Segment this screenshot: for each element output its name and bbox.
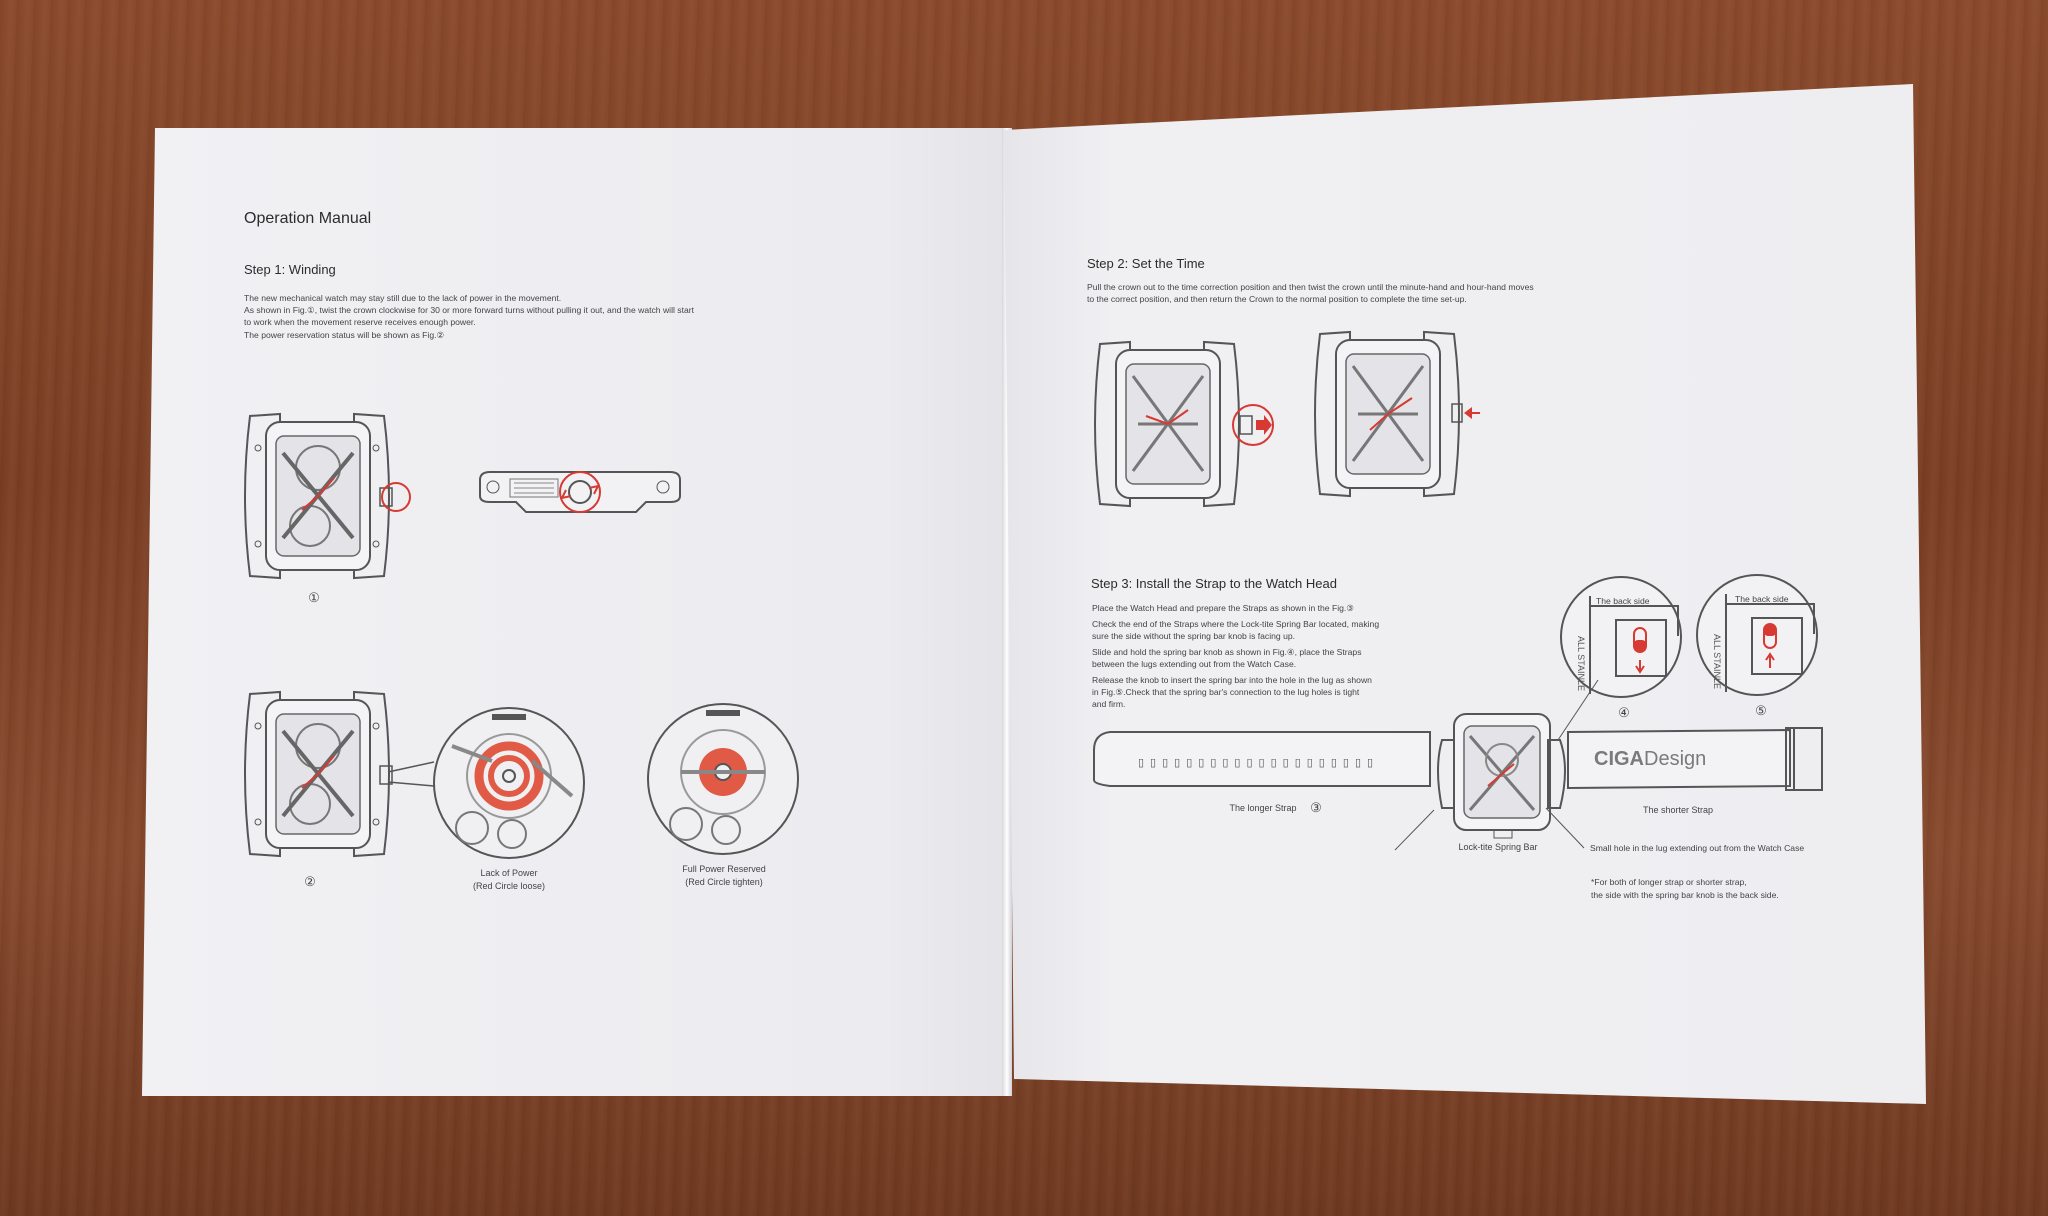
step1-line: As shown in Fig.①, twist the crown clock… — [244, 305, 694, 315]
strap-holes: ▯▯▯▯▯▯▯▯▯▯▯▯▯▯▯▯▯▯▯▯ — [1138, 757, 1380, 769]
watch-front-illustration — [244, 690, 435, 858]
spring-bar-knob-down-illustration: ALL STAINLE — [1560, 576, 1682, 698]
fig1-label: ① — [308, 590, 320, 605]
fig3-label: ③ — [1310, 800, 1322, 815]
lack-power-subcaption: (Red Circle loose) — [472, 881, 546, 891]
step3-line: Place the Watch Head and prepare the Str… — [1092, 603, 1355, 613]
step1-line: The new mechanical watch may stay still … — [244, 293, 562, 303]
booklet-fold — [1002, 128, 1012, 1096]
power-reserve-tight-illustration — [647, 703, 799, 855]
footnote-line: the side with the spring bar knob is the… — [1591, 890, 1779, 900]
power-reserve-loose-illustration — [433, 707, 585, 859]
step2-line: Pull the crown out to the time correctio… — [1087, 282, 1534, 292]
step1-line: The power reservation status will be sho… — [244, 330, 445, 340]
full-power-caption: Full Power Reserved — [682, 864, 766, 874]
step3-line: Slide and hold the spring bar knob as sh… — [1092, 647, 1362, 657]
full-power-subcaption: (Red Circle tighten) — [685, 877, 763, 887]
spring-bar-knob-up-illustration: ALL STAINLE — [1696, 574, 1818, 696]
step3-line: between the lugs extending out from the … — [1092, 659, 1297, 669]
step3-line: in Fig.⑤.Check that the spring bar's con… — [1092, 687, 1360, 697]
lack-power-caption: Lack of Power — [480, 868, 538, 878]
page-title: Operation Manual — [244, 210, 372, 227]
strap-brand-logo: CIGADesign — [1594, 748, 1707, 770]
strap-engraving: ALL STAINLE — [1576, 636, 1586, 691]
watch-crown-pulled-illustration — [1094, 340, 1274, 508]
step3-heading: Step 3: Install the Strap to the Watch H… — [1091, 576, 1337, 591]
step3-line: sure the side without the spring bar kno… — [1092, 631, 1296, 641]
fig4-label: ④ — [1618, 705, 1630, 720]
back-side-label: The back side — [1735, 594, 1789, 604]
step1-heading: Step 1: Winding — [244, 262, 336, 277]
step3-line: and firm. — [1092, 699, 1126, 709]
longer-strap-label: The longer Strap — [1229, 803, 1297, 813]
lug-hole-label: Small hole in the lug extending out from… — [1590, 843, 1805, 853]
strap-engraving: ALL STAINLE — [1712, 634, 1722, 689]
fig2-label: ② — [304, 874, 316, 889]
spring-bar-label: Lock-tite Spring Bar — [1458, 842, 1538, 852]
shorter-strap-label: The shorter Strap — [1642, 805, 1714, 815]
footnote-line: *For both of longer strap or shorter str… — [1591, 877, 1747, 887]
strap-assembly-illustration — [1093, 679, 1823, 851]
back-side-label: The back side — [1596, 596, 1650, 606]
step3-line: Release the knob to insert the spring ba… — [1092, 675, 1372, 685]
fig5-label: ⑤ — [1755, 703, 1767, 718]
watch-crown-pushed-illustration — [1314, 330, 1480, 498]
left-page — [142, 128, 1010, 1096]
step3-line: Check the end of the Straps where the Lo… — [1092, 619, 1380, 629]
step2-line: to the correct position, and then return… — [1087, 294, 1467, 304]
step2-heading: Step 2: Set the Time — [1087, 256, 1205, 271]
watch-front-illustration — [244, 412, 411, 580]
watch-side-view-illustration — [479, 471, 681, 513]
step1-line: to work when the movement reserve receiv… — [244, 317, 476, 327]
